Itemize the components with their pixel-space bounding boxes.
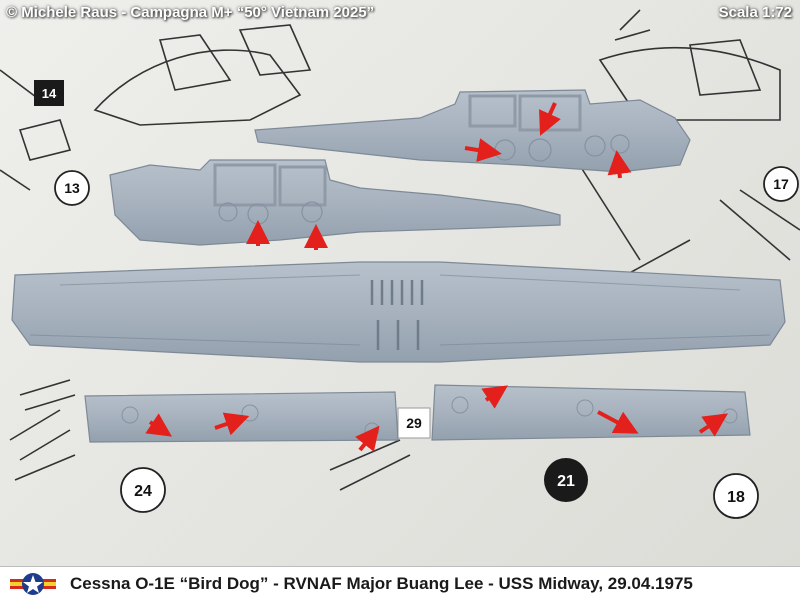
step-badge-17: 17 [763, 166, 799, 202]
step-badge-24: 24 [120, 467, 166, 513]
svg-text:21: 21 [557, 473, 575, 490]
svg-text:29: 29 [406, 415, 422, 431]
vnaf-roundel-icon [10, 573, 56, 595]
svg-text:14: 14 [42, 86, 57, 101]
step-badge-13: 13 [54, 170, 90, 206]
svg-text:17: 17 [773, 176, 789, 192]
svg-text:13: 13 [64, 180, 80, 196]
copyright-text: © Michele Raus - Campagna M+ “50° Vietna… [6, 4, 375, 21]
step-badge-18: 18 [713, 473, 759, 519]
svg-text:24: 24 [134, 483, 152, 500]
scale-text: Scala 1:72 [718, 4, 792, 21]
model-kit-photo: 14 13 17 29 24 21 18 [0, 0, 800, 566]
main-wing [11, 261, 786, 363]
red-pointer-arrows [145, 102, 728, 452]
photo-caption: Cessna O-1E “Bird Dog” - RVNAF Major Bua… [70, 574, 693, 593]
photo-scene: 14 13 17 29 24 21 18 [0, 9, 800, 519]
right-flap [431, 384, 751, 441]
step-badge-29: 29 [397, 407, 431, 439]
step-badge-21: 21 [544, 458, 588, 502]
step-badge-14: 14 [34, 80, 64, 106]
caption-bar: Cessna O-1E “Bird Dog” - RVNAF Major Bua… [0, 566, 800, 601]
fuselage-half-left [109, 159, 561, 246]
svg-text:18: 18 [727, 489, 745, 506]
left-flap [84, 391, 399, 443]
